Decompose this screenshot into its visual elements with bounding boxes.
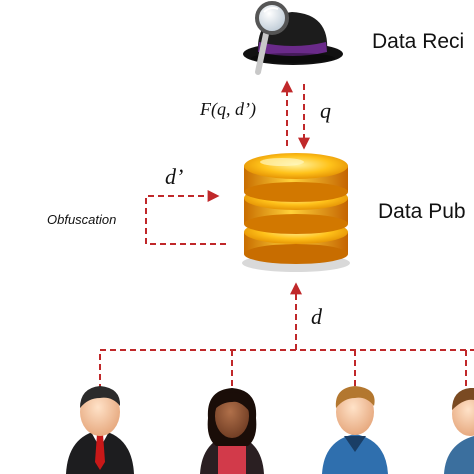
man-blue-shirt-icon (322, 386, 388, 474)
recipient-label: Data Reci (372, 30, 465, 53)
data-collection-line (99, 349, 474, 390)
obfuscated-data-label: d’ (165, 164, 184, 189)
person-partial-icon (444, 388, 474, 474)
woman-icon (200, 388, 264, 474)
publisher-label: Data Pub (378, 200, 466, 223)
businessman-icon (66, 386, 134, 474)
magnifier-icon (255, 1, 289, 75)
publisher-database-icon (242, 153, 350, 272)
data-label: d (311, 304, 322, 329)
obfuscation-label: Obfuscation (47, 212, 117, 227)
obfuscation-loop-arrow (145, 190, 226, 245)
query-function-label: F(q, d’) (200, 99, 256, 119)
query-label: q (320, 98, 331, 123)
